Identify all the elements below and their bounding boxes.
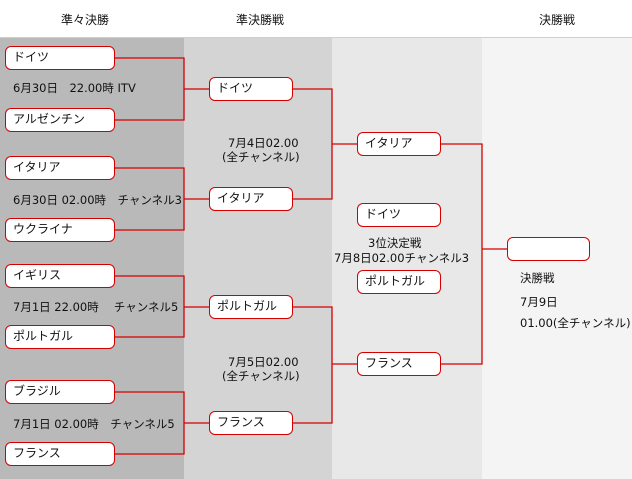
final-label: 決勝戦 — [520, 271, 555, 285]
header-semifinal: 準決勝戦 — [235, 13, 284, 27]
finalist-column — [332, 37, 482, 479]
third-place-schedule: 7月8日02.00チャンネル3 — [334, 251, 470, 265]
third-place-team-b: ポルトガル — [357, 270, 441, 294]
finalist-1: イタリア — [357, 132, 441, 156]
sf-team-3: ポルトガル — [209, 295, 293, 319]
sf2-date: 7月5日02.00 — [228, 355, 299, 369]
semifinal-column — [184, 37, 332, 479]
final-date: 7月9日 — [520, 295, 558, 309]
finalist-2: フランス — [357, 352, 441, 376]
third-place-team-a: ドイツ — [357, 203, 441, 227]
qf2-team-b: ウクライナ — [5, 218, 115, 242]
qf3-team-b: ポルトガル — [5, 325, 115, 349]
sf-team-4: フランス — [209, 411, 293, 435]
header-final: 決勝戦 — [538, 13, 575, 27]
qf1-team-b: アルゼンチン — [5, 108, 115, 132]
header-bar: 準々決勝 準決勝戦 決勝戦 — [0, 0, 632, 38]
qf2-schedule: 6月30日 02.00時 チャンネル3 — [13, 193, 182, 207]
sf-team-2: イタリア — [209, 187, 293, 211]
sf-team-1: ドイツ — [209, 77, 293, 101]
qf4-team-b: フランス — [5, 442, 115, 466]
qf2-team-a: イタリア — [5, 156, 115, 180]
sf1-date: 7月4日02.00 — [228, 136, 299, 150]
qf4-team-a: ブラジル — [5, 380, 115, 404]
header-quarterfinal: 準々決勝 — [60, 13, 109, 27]
final-time: 01.00(全チャンネル) — [520, 316, 631, 330]
third-place-title: 3位決定戦 — [368, 236, 422, 250]
qf3-schedule: 7月1日 22.00時 チャンネル5 — [13, 300, 179, 314]
final-winner-box — [507, 237, 590, 261]
qf4-schedule: 7月1日 02.00時 チャンネル5 — [13, 417, 175, 431]
sf1-channel: (全チャンネル) — [222, 150, 300, 164]
qf3-team-a: イギリス — [5, 264, 115, 288]
sf2-channel: (全チャンネル) — [222, 369, 300, 383]
qf1-schedule: 6月30日 22.00時 ITV — [13, 81, 136, 95]
qf1-team-a: ドイツ — [5, 46, 115, 70]
